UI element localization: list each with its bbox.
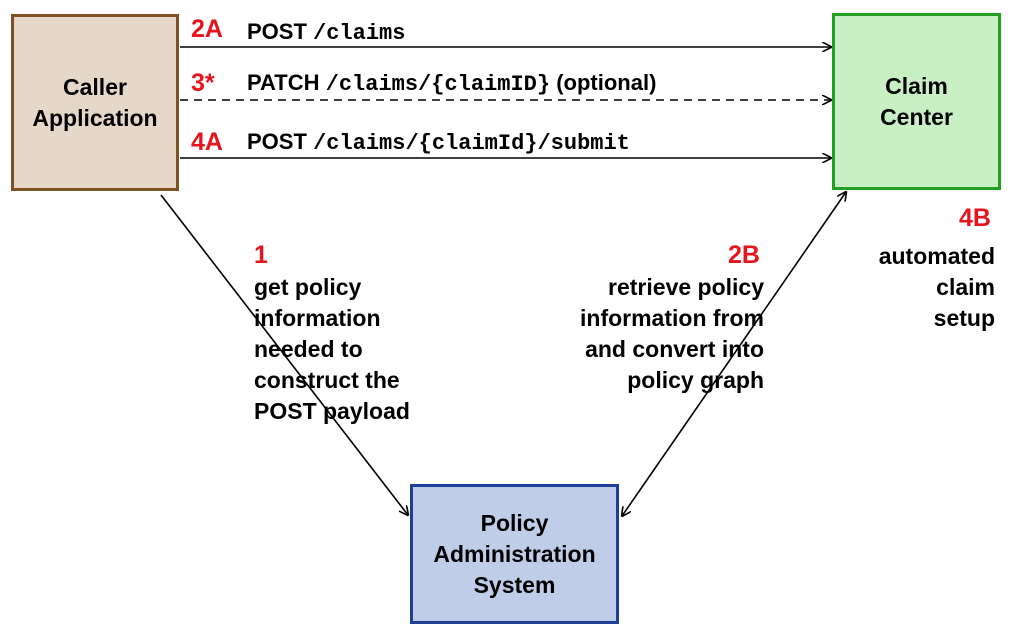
http-method: POST [247, 19, 307, 44]
caller-application-box: Caller Application [11, 14, 179, 191]
step-2b-description: retrieve policy information from and con… [580, 274, 764, 393]
optional-note: (optional) [556, 70, 657, 95]
step-2b-number: 2B [728, 241, 760, 269]
http-method: PATCH [247, 70, 320, 95]
call-row-submit-claim: 4A [191, 127, 223, 157]
call-endpoint-submit-claim: POST /claims/{claimId}/submit [247, 127, 630, 159]
call-endpoint-patch-claim: PATCH /claims/{claimID} (optional) [247, 68, 656, 100]
policy-admin-label: Policy Administration System [433, 509, 596, 598]
http-method: POST [247, 129, 307, 154]
endpoint-path: /claims/{claimId}/submit [313, 131, 630, 156]
call-row-patch-claim: 3* [191, 68, 215, 98]
policy-admin-box: Policy Administration System [410, 484, 619, 624]
step-1-number: 1 [254, 241, 268, 269]
arrow-get-policy [160, 194, 408, 515]
step-number: 4A [191, 128, 223, 156]
step-4b-description: automated claim setup [878, 243, 995, 331]
claim-center-label: Claim Center [880, 72, 953, 130]
call-endpoint-post-claims: POST /claims [247, 17, 405, 49]
endpoint-path: /claims [313, 21, 406, 46]
claim-center-box: Claim Center [832, 13, 1001, 190]
step-1-description: get policy information needed to constru… [254, 274, 410, 424]
step-number: 2A [191, 15, 223, 43]
arrow-retrieve-policy [622, 192, 846, 516]
caller-application-label: Caller Application [32, 73, 158, 131]
endpoint-path: /claims/{claimID} [325, 72, 551, 97]
step-number: 3* [191, 69, 215, 97]
call-row-post-claims: 2A [191, 14, 223, 44]
step-4b-number: 4B [959, 204, 991, 232]
